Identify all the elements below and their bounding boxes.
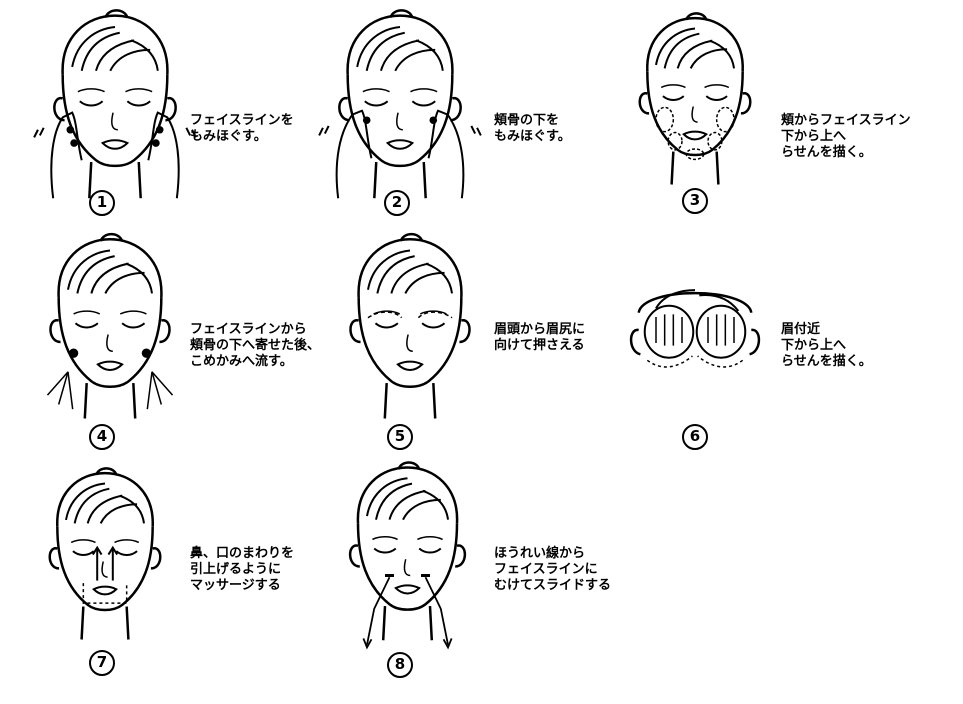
step-number-badge: 1 [89, 190, 115, 216]
face-illustration-step-8 [348, 461, 467, 650]
caption-line: もみほぐす。 [190, 129, 267, 144]
caption-line: 下から上へ [781, 129, 847, 144]
caption-line: 向けて押さえる [494, 338, 585, 353]
face-illustration-step-3 [638, 12, 752, 186]
caption-step-7: 鼻、口のまわりを 引上げるように マッサージする [190, 546, 294, 594]
caption-line: もみほぐす。 [494, 129, 571, 144]
caption-line: マッサージする [190, 578, 281, 593]
caption-step-3: 頬からフェイスライン 下から上へ らせんを描く。 [781, 113, 911, 161]
step-number-badge: 3 [682, 188, 708, 214]
face-illustration-step-7 [48, 467, 162, 641]
caption-line: こめかみへ流す。 [190, 354, 293, 369]
caption-line: らせんを描く。 [781, 354, 872, 369]
caption-line: フェイスラインから [190, 322, 307, 337]
caption-line: 眉頭から眉尻に [494, 322, 586, 337]
caption-step-4: フェイスラインから 頬骨の下へ寄せた後、 こめかみへ流す。 [190, 322, 320, 370]
caption-line: むけてスライドする [494, 578, 612, 593]
caption-step-8: ほうれい線から フェイスラインに むけてスライドする [494, 546, 611, 594]
caption-line: ほうれい線から [494, 546, 586, 561]
caption-line: 頬骨の下へ寄せた後、 [190, 338, 321, 353]
step-number-badge: 8 [387, 652, 413, 678]
caption-line: らせんを描く。 [781, 145, 872, 160]
caption-step-5: 眉頭から眉尻に 向けて押さえる [494, 322, 585, 354]
caption-step-1: フェイスラインを もみほぐす。 [190, 113, 294, 145]
caption-line: 頬骨の下を [494, 113, 560, 128]
face-illustration-step-1 [40, 9, 190, 200]
caption-line: 鼻、口のまわりを [190, 546, 295, 561]
caption-step-6: 眉付近 下から上へ らせんを描く。 [781, 322, 872, 370]
face-illustration-step-6 [630, 275, 760, 385]
step-number-badge: 5 [387, 424, 413, 450]
caption-line: 下から上へ [781, 338, 847, 353]
caption-line: フェイスラインに [494, 562, 598, 577]
step-number-badge: 6 [682, 424, 708, 450]
caption-line: フェイスラインを [190, 113, 294, 128]
step-number-badge: 2 [384, 190, 410, 216]
step-number-badge: 4 [89, 424, 115, 450]
step-number-badge: 7 [89, 650, 115, 676]
face-illustration-step-5 [349, 233, 471, 420]
caption-line: 引上げるように [190, 562, 282, 577]
caption-line: 眉付近 [781, 322, 821, 337]
caption-line: 頬からフェイスライン [781, 113, 911, 128]
caption-step-2: 頬骨の下を もみほぐす。 [494, 113, 571, 145]
face-illustration-step-2 [325, 9, 475, 200]
face-illustration-step-4 [40, 233, 180, 420]
